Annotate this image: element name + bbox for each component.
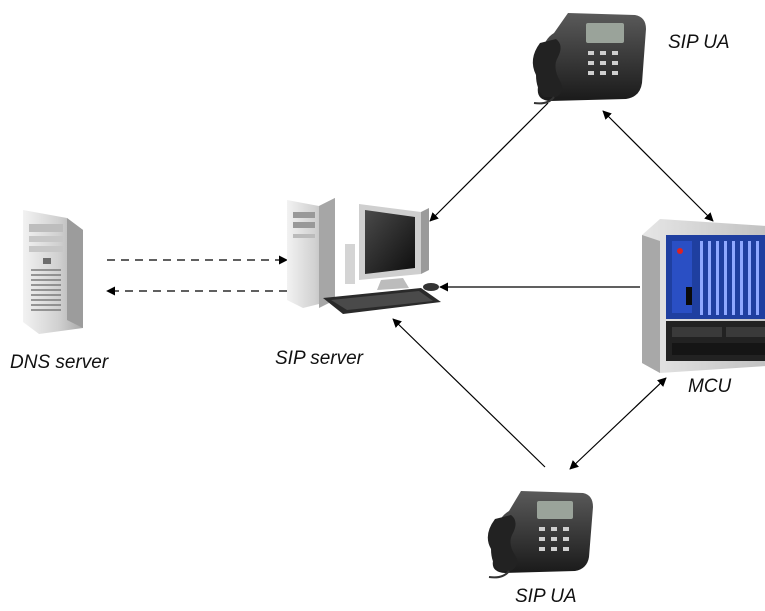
edge-sip-ua-bottom-to-mcu <box>569 377 667 470</box>
node-label-sip-ua-bottom: SIP UA <box>515 586 577 607</box>
node-label-sip-server: SIP server <box>275 348 363 369</box>
connections <box>106 102 714 470</box>
rack-chassis-icon <box>642 219 765 373</box>
desk-phone-icon <box>487 491 593 579</box>
node-label-sip-ua-top: SIP UA <box>668 32 730 53</box>
edge-sip-ua-top-to-sip-server <box>429 102 549 222</box>
node-label-dns-server: DNS server <box>10 352 109 373</box>
tower-server-icon <box>23 210 83 334</box>
desktop-computer-icon <box>287 198 441 314</box>
node-label-mcu: MCU <box>688 376 732 397</box>
edge-sip-ua-top-to-mcu <box>602 110 714 222</box>
desk-phone-icon <box>532 13 646 105</box>
edge-sip-ua-bottom-to-sip-server <box>392 318 546 468</box>
